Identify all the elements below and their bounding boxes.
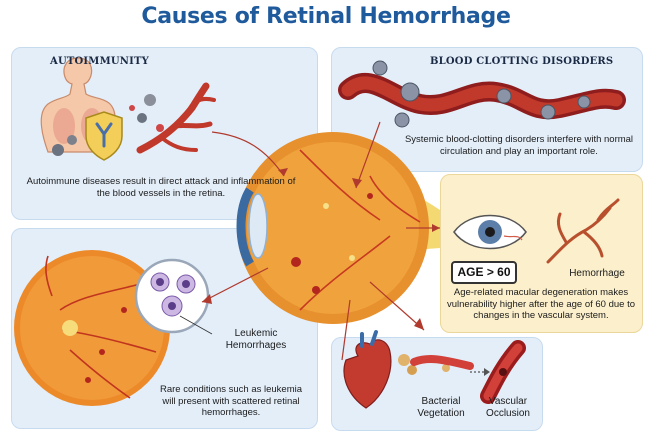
hemorrhage-vessel-icon: [546, 198, 620, 264]
antibody-shield-icon: [85, 111, 123, 161]
bacterial-vegetation-label: Bacterial Vegetation: [417, 396, 465, 419]
blood-clotting-caption: Systemic blood-clotting disorders interf…: [404, 134, 634, 157]
clot-cell-icon: [372, 60, 591, 128]
heart-icon: [343, 330, 392, 409]
leukemic-hemorrhages-label: Leukemic Hemorrhages: [225, 328, 287, 351]
leukemia-caption: Rare conditions such as leukemia will pr…: [159, 384, 303, 418]
virus-icon: [52, 94, 164, 156]
aging-eye-icon: [453, 214, 527, 250]
age-badge: AGE > 60: [451, 261, 517, 284]
flow-arrow-icon: [470, 368, 490, 376]
blood-clotting-heading: BLOOD CLOTTING DISORDERS: [430, 56, 614, 67]
vascular-occlusion-icon: [480, 340, 526, 404]
blood-cell-magnifier-icon: [134, 258, 210, 334]
connector-lines: [201, 121, 440, 361]
autoimmunity-caption: Autoimmune diseases result in direct att…: [26, 176, 296, 199]
vascular-occlusion-label: Vascular Occlusion: [486, 396, 530, 419]
age-panel: [440, 174, 643, 333]
blood-vessel-icon: [338, 73, 626, 120]
eye-cross-section-icon: [236, 132, 440, 324]
inflamed-vessel-icon: [136, 82, 216, 154]
autoimmunity-heading: AUTOIMMUNITY: [50, 56, 149, 67]
hemorrhage-label: Hemorrhage: [569, 268, 625, 279]
retina-fundus-icon: [14, 250, 170, 406]
bacterial-vegetation-icon: [398, 354, 474, 375]
age-caption: Age-related macular degeneration makes v…: [446, 287, 635, 321]
page-title: Causes of Retinal Hemorrhage: [141, 4, 511, 29]
connector-arrowheads: [202, 168, 440, 330]
